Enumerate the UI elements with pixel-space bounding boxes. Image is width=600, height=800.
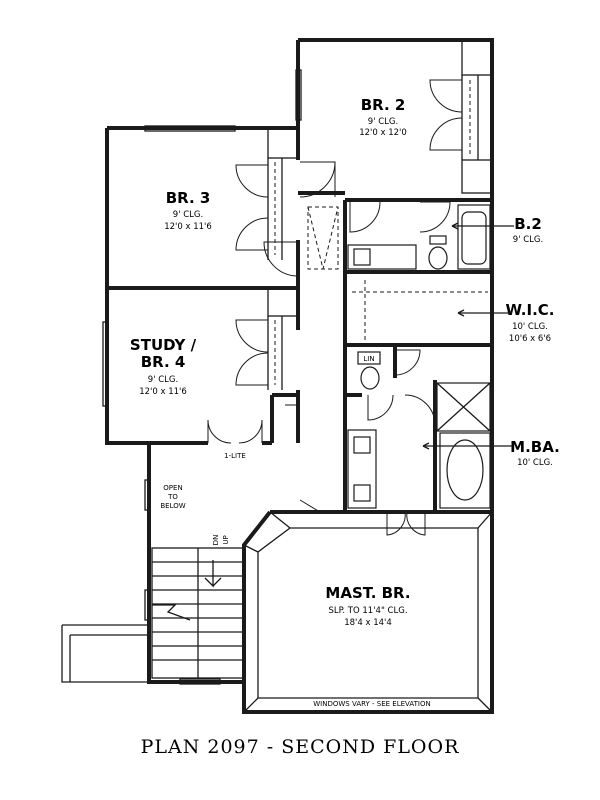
plan-notes: OPEN TO BELOW 1-LITE LIN DN UP WINDOWS V… (160, 355, 430, 708)
study-size: 12'0 x 11'6 (139, 387, 187, 397)
windows-note: WINDOWS VARY - SEE ELEVATION (313, 700, 430, 708)
br3-name: BR. 3 (166, 189, 211, 207)
study-name-line2: BR. 4 (141, 353, 186, 371)
stairs (151, 547, 245, 679)
mastbr-size: 18'4 x 14'4 (344, 618, 392, 628)
stair-up-label: UP (222, 535, 230, 544)
wic-name: W.I.C. (505, 301, 554, 319)
mba-name: M.BA. (510, 438, 560, 456)
interior-walls (107, 128, 492, 512)
br3-clg: 9' CLG. (173, 210, 203, 220)
open-to-below-line2: TO (167, 493, 178, 501)
br2-name: BR. 2 (361, 96, 406, 114)
wic-size: 10'6 x 6'6 (509, 334, 551, 344)
open-to-below-line1: OPEN (163, 484, 182, 492)
mastbr-clg: SLP. TO 11'4" CLG. (328, 606, 407, 616)
open-to-below-line3: BELOW (160, 502, 185, 510)
wic-clg: 10' CLG. (512, 322, 548, 332)
b2-name: B.2 (514, 215, 542, 233)
stair-dn-label: DN (212, 535, 220, 546)
door-swings (207, 79, 463, 536)
b2-clg: 9' CLG. (513, 235, 543, 245)
br3-size: 12'0 x 11'6 (164, 222, 212, 232)
bath-fixtures (347, 204, 491, 509)
leader-lines (422, 222, 514, 450)
exterior-walls (61, 38, 494, 714)
mastbr-name: MAST. BR. (325, 584, 410, 602)
study-name-line1: STUDY / (130, 336, 197, 354)
plan-title: PLAN 2097 - SECOND FLOOR (141, 736, 460, 758)
br2-size: 12'0 x 12'0 (359, 128, 407, 138)
attic-access (307, 206, 339, 270)
master-ceiling-lines (243, 511, 493, 713)
lin-note: LIN (363, 355, 374, 363)
br2-clg: 9' CLG. (368, 117, 398, 127)
study-clg: 9' CLG. (148, 375, 178, 385)
one-lite-note: 1-LITE (224, 452, 246, 460)
windows (102, 69, 302, 685)
room-labels: BR. 2 9' CLG. 12'0 x 12'0 BR. 3 9' CLG. … (130, 96, 560, 628)
mba-clg: 10' CLG. (517, 458, 553, 468)
